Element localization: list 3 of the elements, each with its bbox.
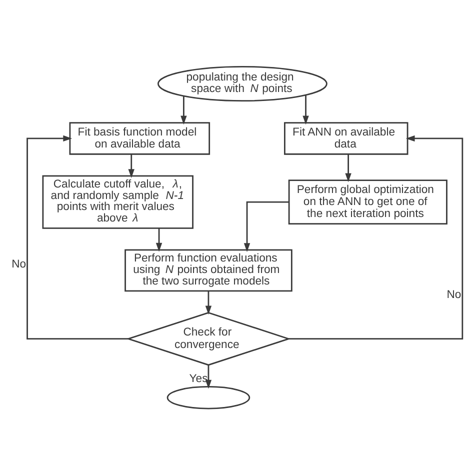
- edge-label: No: [446, 288, 462, 301]
- edge-label: Yes: [189, 372, 208, 384]
- edge-label: No: [12, 258, 26, 270]
